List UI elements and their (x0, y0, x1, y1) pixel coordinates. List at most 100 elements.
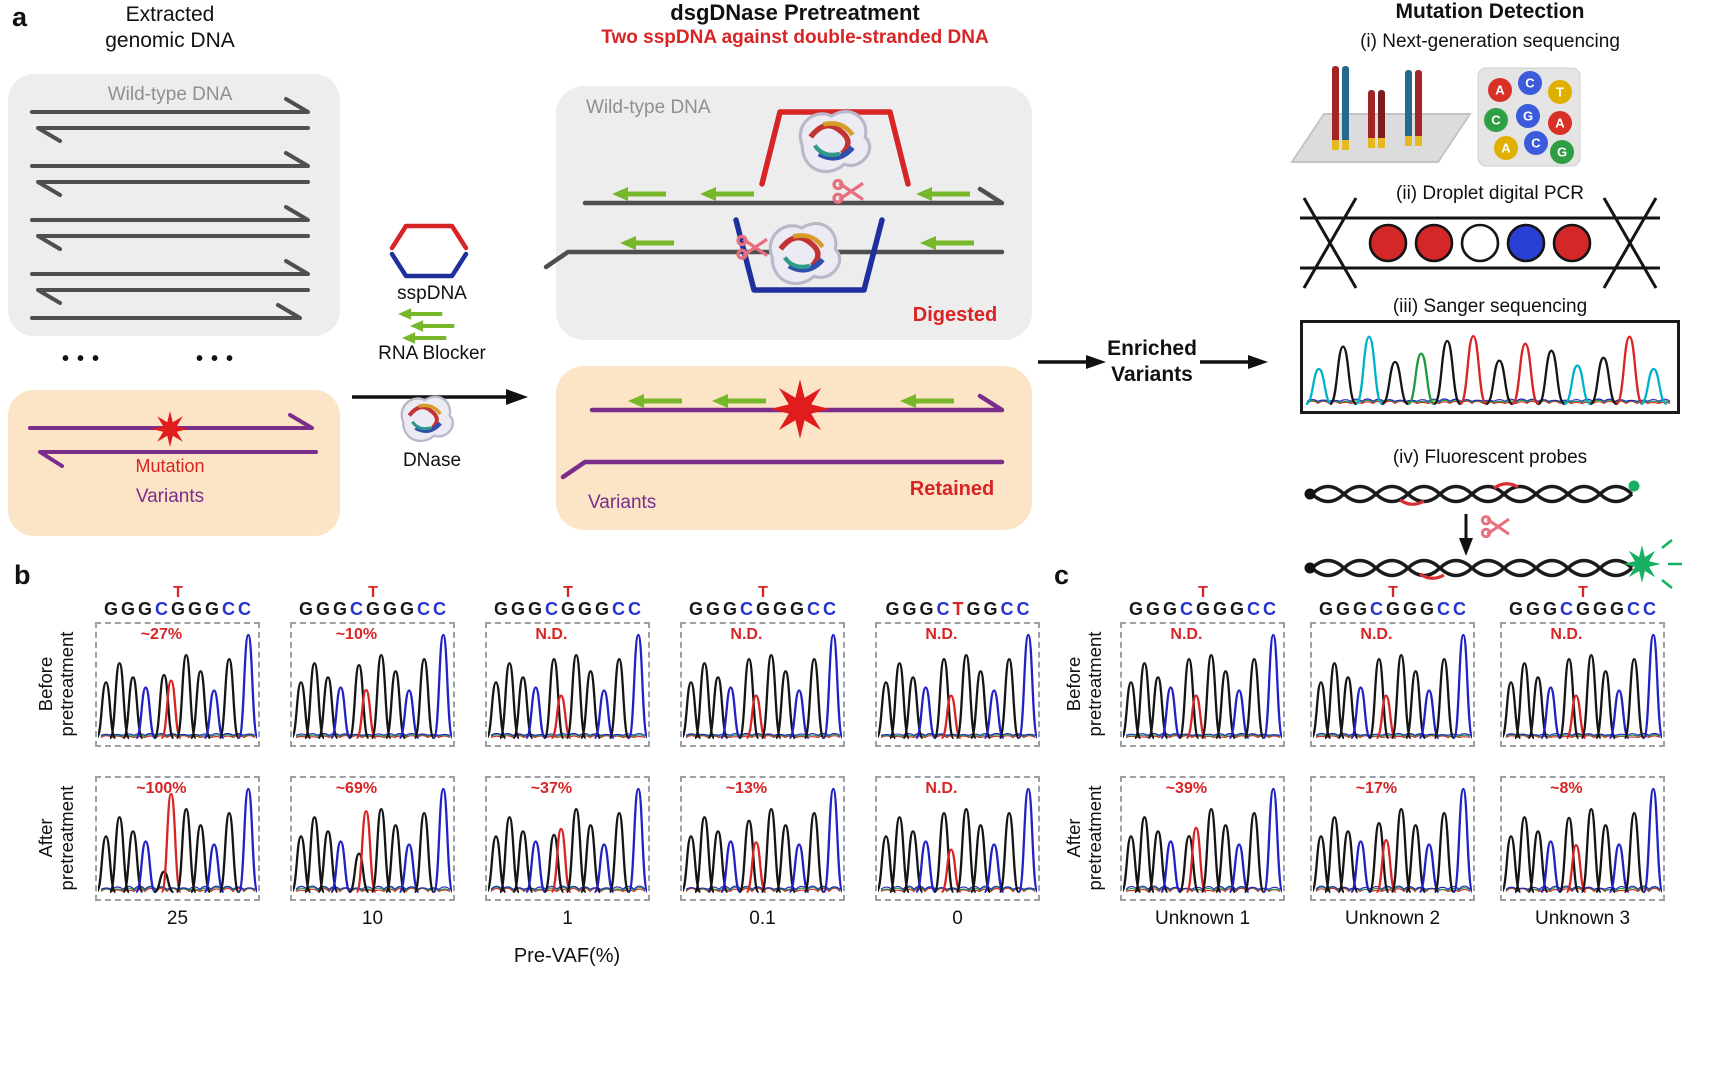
rna-blocker-label: RNA Blocker (378, 343, 486, 364)
mutation-detection-title: Mutation Detection (1395, 0, 1585, 23)
rna-blocker-icon (398, 308, 454, 343)
chromatogram-after: ~39% (1120, 776, 1285, 901)
seq-base: C (628, 599, 642, 619)
vaf-annotation: N.D. (1360, 626, 1393, 643)
seq-base: G (1213, 599, 1228, 619)
seq-base: G (595, 599, 610, 619)
row-label-line: Before (35, 656, 56, 712)
fluorescence-burst-icon (1623, 545, 1661, 583)
center-wildtype-strands (543, 186, 1005, 270)
svg-text:A: A (1501, 141, 1511, 156)
detection-method-ngs: (i) Next-generation sequencing (1360, 31, 1620, 52)
variant-strands-left (28, 413, 318, 468)
seq-base: G (137, 599, 152, 619)
dnase-label: DNase (402, 450, 462, 471)
chromatogram-before: ~27% (95, 622, 260, 747)
chromatogram-after: ~69% (290, 776, 455, 901)
seq-base: G (722, 599, 737, 619)
pretreatment-variant-box (556, 366, 1032, 530)
seq-base: G (205, 599, 220, 619)
seq-base: G (1420, 599, 1435, 619)
row-label-line: After (35, 818, 56, 858)
scissors-icon-probe (1480, 515, 1511, 539)
row-label-line: After (1063, 818, 1084, 858)
vaf-annotation: ~100% (136, 780, 187, 797)
seq-base: C (1370, 599, 1383, 619)
svg-text:G: G (1523, 109, 1533, 124)
seq-base: C (936, 599, 950, 619)
enriched-variants-label: Enriched Variants (1096, 336, 1208, 389)
row-label-line: pretreatment (1084, 785, 1106, 891)
pretreatment-subtitle: Two sspDNA against double-stranded DNA (601, 27, 989, 48)
row-label-line: pretreatment (56, 785, 78, 891)
seq-base: G (1508, 599, 1523, 619)
chromatogram-after: ~17% (1310, 776, 1475, 901)
seq-base: G (1335, 599, 1350, 619)
seq-base: G (705, 599, 720, 619)
chromatogram-before: N.D. (875, 622, 1040, 747)
seq-base: G (1403, 599, 1418, 619)
chromatogram-before: N.D. (680, 622, 845, 747)
seq-base: G (983, 599, 998, 619)
seq-base: C (1016, 599, 1030, 619)
pretreatment-title: dsgDNase Pretreatment (670, 0, 920, 25)
vaf-annotation: ~13% (725, 780, 768, 797)
mutation-star-icon (151, 410, 189, 448)
variants-label-center: Variants (588, 492, 657, 513)
mutation-star-center (770, 379, 830, 439)
chromatogram-trace (878, 633, 1037, 740)
seq-base: G (688, 599, 703, 619)
row-label-b-before: Before pretreatment (35, 602, 77, 766)
seq-base: C (740, 599, 753, 619)
svg-text:C: C (1525, 76, 1535, 91)
seq-base: T (952, 599, 964, 619)
dnase-icon (402, 397, 453, 441)
dnase-on-top-strand (800, 112, 869, 172)
dnase-on-bottom-strand (770, 224, 839, 284)
x-tick-label: Unknown 2 (1344, 908, 1441, 929)
seq-base: C (612, 599, 626, 619)
seq-base: C (1180, 599, 1193, 619)
chromatogram-trace (683, 787, 842, 894)
panel-label-a: a (12, 2, 28, 32)
seq-base: G (400, 599, 415, 619)
seq-base: C (1560, 599, 1573, 619)
chromatogram-trace (1123, 787, 1282, 894)
wild-type-label-center: Wild-type DNA (586, 97, 711, 118)
row-label-c-after: After pretreatment (1063, 756, 1105, 920)
row-label-line: pretreatment (1084, 631, 1106, 737)
seq-base: G (919, 599, 934, 619)
ddpcr-droplet (1414, 223, 1454, 263)
ddpcr-channel-icon (1300, 197, 1660, 289)
wild-type-label-left: Wild-type DNA (107, 84, 233, 105)
seq-base: G (120, 599, 135, 619)
chromatogram-after: N.D. (875, 776, 1040, 901)
ddpcr-droplet (1506, 223, 1546, 263)
panel-label-b: b (14, 560, 31, 590)
vaf-annotation: N.D. (730, 626, 763, 643)
chromatogram-before: ~10% (290, 622, 455, 747)
ddpcr-droplet (1368, 223, 1408, 263)
chromatogram-after: ~100% (95, 776, 260, 901)
seq-base: G (966, 599, 981, 619)
center-variant-strands (560, 393, 1005, 480)
enriched-line1: Enriched (1107, 337, 1197, 360)
detection-method-ddpcr: (ii) Droplet digital PCR (1396, 183, 1584, 204)
chromatogram-after: ~8% (1500, 776, 1665, 901)
chromatogram-trace (1503, 633, 1662, 740)
seq-base: C (433, 599, 447, 619)
chromatogram-trace (1313, 787, 1472, 894)
